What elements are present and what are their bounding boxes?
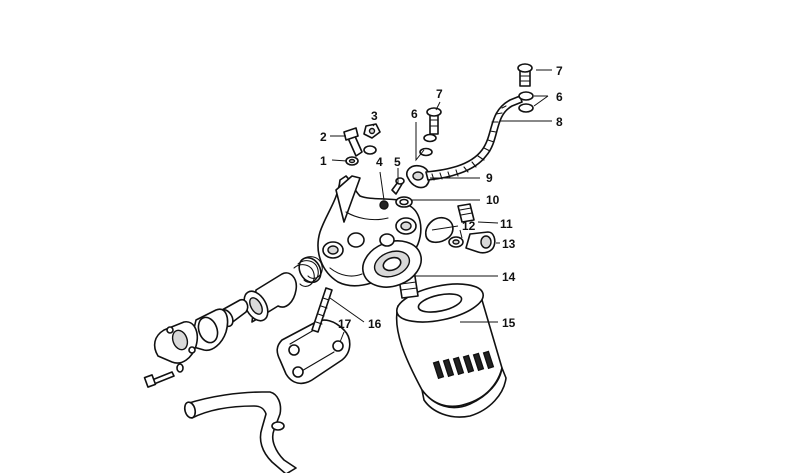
callout-17: 17 xyxy=(338,317,352,331)
sealing-washers-top xyxy=(518,91,534,113)
oil-line xyxy=(425,95,523,181)
callout-labels: 1 2 3 4 5 6 6 7 7 8 9 10 11 12 13 14 15 … xyxy=(320,64,563,331)
rubber-hose xyxy=(183,391,297,473)
spring xyxy=(293,256,323,287)
callout-16: 16 xyxy=(368,317,382,331)
nut-3 xyxy=(363,123,381,139)
callout-1: 1 xyxy=(320,154,327,168)
stud xyxy=(311,287,333,333)
pressure-switch-13 xyxy=(465,231,496,254)
callout-12: 12 xyxy=(462,219,476,233)
callout-4: 4 xyxy=(376,155,383,169)
callout-15: 15 xyxy=(502,316,516,330)
ball-4 xyxy=(379,200,389,210)
end-cover xyxy=(153,321,199,364)
callout-7-top: 7 xyxy=(556,64,563,78)
callout-13: 13 xyxy=(502,237,516,251)
callout-10: 10 xyxy=(486,193,500,207)
callout-14: 14 xyxy=(502,270,516,284)
callout-7-center: 7 xyxy=(436,87,443,101)
callout-5: 5 xyxy=(394,155,401,169)
mounting-bracket xyxy=(276,319,351,385)
callout-6-top: 6 xyxy=(556,90,563,104)
small-bolt-left xyxy=(143,363,184,388)
sealing-washers-center xyxy=(419,133,437,157)
callout-3: 3 xyxy=(371,109,378,123)
washer-10 xyxy=(395,196,413,208)
gasket-left xyxy=(189,308,229,352)
filter-grip-ridges xyxy=(432,350,495,380)
callout-11: 11 xyxy=(500,217,513,231)
banjo-bolt-center xyxy=(426,107,442,135)
gasket-ring xyxy=(424,216,454,244)
filter-head-housing xyxy=(317,175,422,288)
leader-lines xyxy=(329,69,552,343)
banjo-bolt-top xyxy=(517,63,533,87)
oil-filter xyxy=(395,283,507,418)
washer-12 xyxy=(448,236,464,248)
callout-8: 8 xyxy=(556,115,563,129)
washer-right-of-1 xyxy=(363,145,377,155)
banjo-fitting-9 xyxy=(405,164,431,189)
bolt-2 xyxy=(343,127,363,157)
washer-1 xyxy=(345,156,359,166)
callout-9: 9 xyxy=(486,171,493,185)
plug-11 xyxy=(457,203,475,223)
callout-6-center: 6 xyxy=(411,107,418,121)
callout-2: 2 xyxy=(320,130,327,144)
thermostat-sleeve xyxy=(243,272,298,323)
